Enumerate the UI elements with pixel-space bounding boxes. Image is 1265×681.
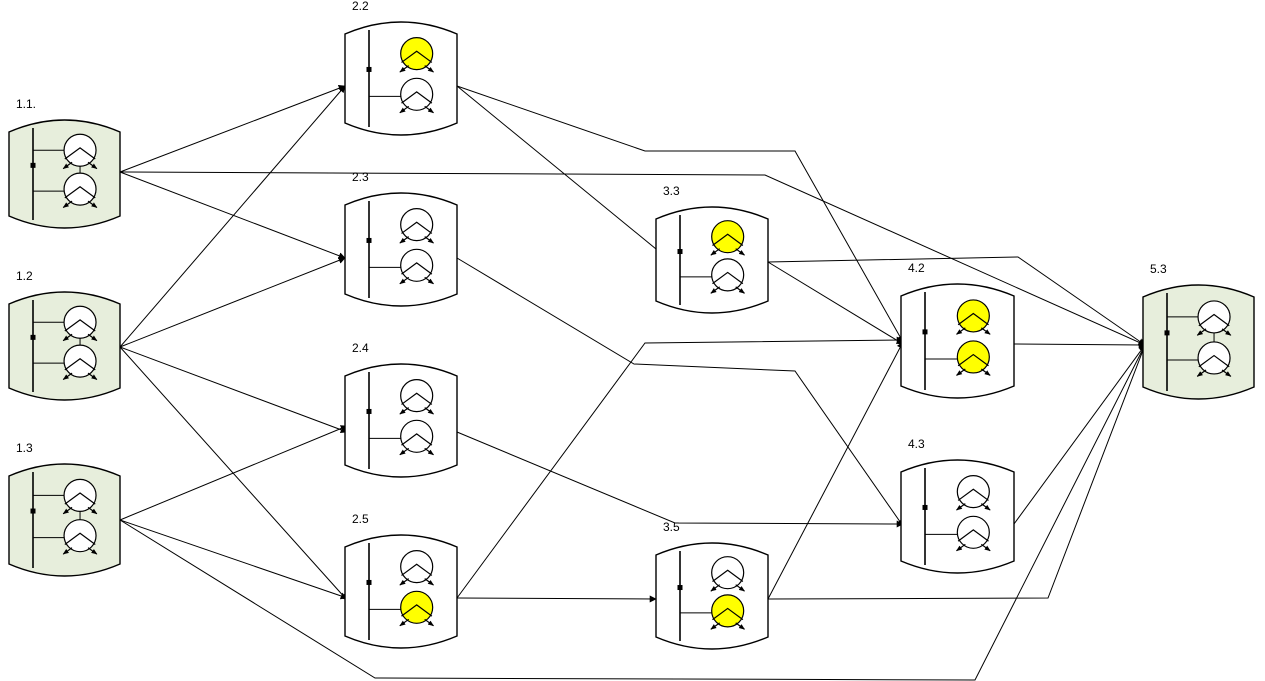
pump-icon [399,550,434,586]
junction-marker [30,162,36,168]
node-label: 4.2 [908,261,925,275]
node-n12: 1.2 [8,269,121,401]
pump-icon [399,419,434,456]
edge-n11-n23 [119,171,346,260]
edge-n11-n22 [119,84,346,173]
pump-icon [710,258,745,294]
node-label: 5.3 [1150,262,1167,276]
junction-marker [677,585,683,591]
tank-body [8,463,121,577]
tank-body [344,363,458,478]
pump-icon [62,172,98,209]
node-label: 1.3 [16,441,33,455]
nodes: 1.1. 1.2 1.3 2.2 2.3 2.4 2.5 3.3 3.5 4.2 4.3 5.3 [8,0,1255,650]
pump-icon [956,515,991,552]
pump-icon [62,133,98,170]
node-n35: 3.5 [655,520,769,650]
node-label: 2.3 [352,170,369,184]
pump-icon [62,478,98,515]
pump-icon [62,344,98,381]
node-n42: 4.2 [900,261,1015,399]
pump-icon [399,37,434,73]
edge-n12-n23 [119,257,346,348]
edge-n42-n53 [1013,341,1146,349]
pump-icon [399,248,434,285]
node-n11: 1.1. [8,97,121,229]
tank-body [344,192,458,307]
edge-n12-n22 [119,85,346,348]
junction-marker [922,329,928,335]
node-label: 3.5 [663,520,680,534]
edge-n12-n24 [119,346,348,434]
tank-body [344,21,458,136]
node-label: 2.5 [352,512,369,526]
pump-icon [399,77,434,114]
tank-body [8,291,121,401]
edge-n23-n43 [456,257,904,527]
edge-n33-n53 [767,256,1146,346]
pump-icon [956,475,991,511]
node-n43: 4.3 [900,437,1015,574]
edge-n35-n42 [767,341,904,600]
pump-icon [710,556,745,592]
edge-n33-n42 [767,261,904,345]
pump-icon [62,519,98,555]
edge-n25-n42 [456,336,904,599]
pump-icon [399,379,434,415]
node-n25: 2.5 [344,512,458,649]
edge-n13-n24 [119,425,348,521]
pump-icon [62,305,98,342]
tank-body [1142,284,1255,400]
junction-marker [30,508,36,514]
tank-body [655,206,769,314]
node-label: 1.1. [16,97,36,111]
edge-n22-n42 [456,85,904,343]
edge-n24-n43 [456,431,904,528]
pump-icon [710,220,745,256]
pump-icon [710,594,745,630]
pump-icon [399,208,434,244]
tank-body [900,283,1015,399]
junction-marker [677,249,683,255]
edge-n35-n53 [767,344,1147,600]
tank-body [655,542,769,650]
junction-marker [922,504,928,510]
edge-n22-n33 [456,85,668,259]
node-n22: 2.2 [344,0,458,136]
junction-marker [366,66,372,72]
junction-marker [366,579,372,585]
junction-marker [30,334,36,340]
node-label: 3.3 [663,184,680,198]
node-label: 1.2 [16,269,33,283]
node-label: 4.3 [908,437,925,451]
connections [119,84,1147,681]
tank-body [8,119,121,229]
edge-n13-n53 [119,344,1146,681]
node-label: 2.4 [352,341,369,355]
node-n24: 2.4 [344,341,458,478]
pump-icon [1196,341,1232,377]
junction-marker [1164,330,1170,336]
pump-icon [1196,300,1232,336]
node-n53: 5.3 [1142,262,1255,400]
pump-icon [956,340,991,376]
edge-n11-n53 [119,171,1146,346]
edge-n25-n35 [456,595,657,603]
edge-n13-n25 [119,519,348,600]
junction-marker [366,237,372,243]
node-n33: 3.3 [655,184,769,314]
node-n13: 1.3 [8,441,121,577]
node-n23: 2.3 [344,170,458,307]
tank-body [344,534,458,649]
junction-marker [366,408,372,414]
pump-icon [399,590,434,627]
pump-icon [956,299,991,335]
tank-body [900,459,1015,574]
edge-n43-n53 [1013,344,1146,525]
node-label: 2.2 [352,0,369,13]
